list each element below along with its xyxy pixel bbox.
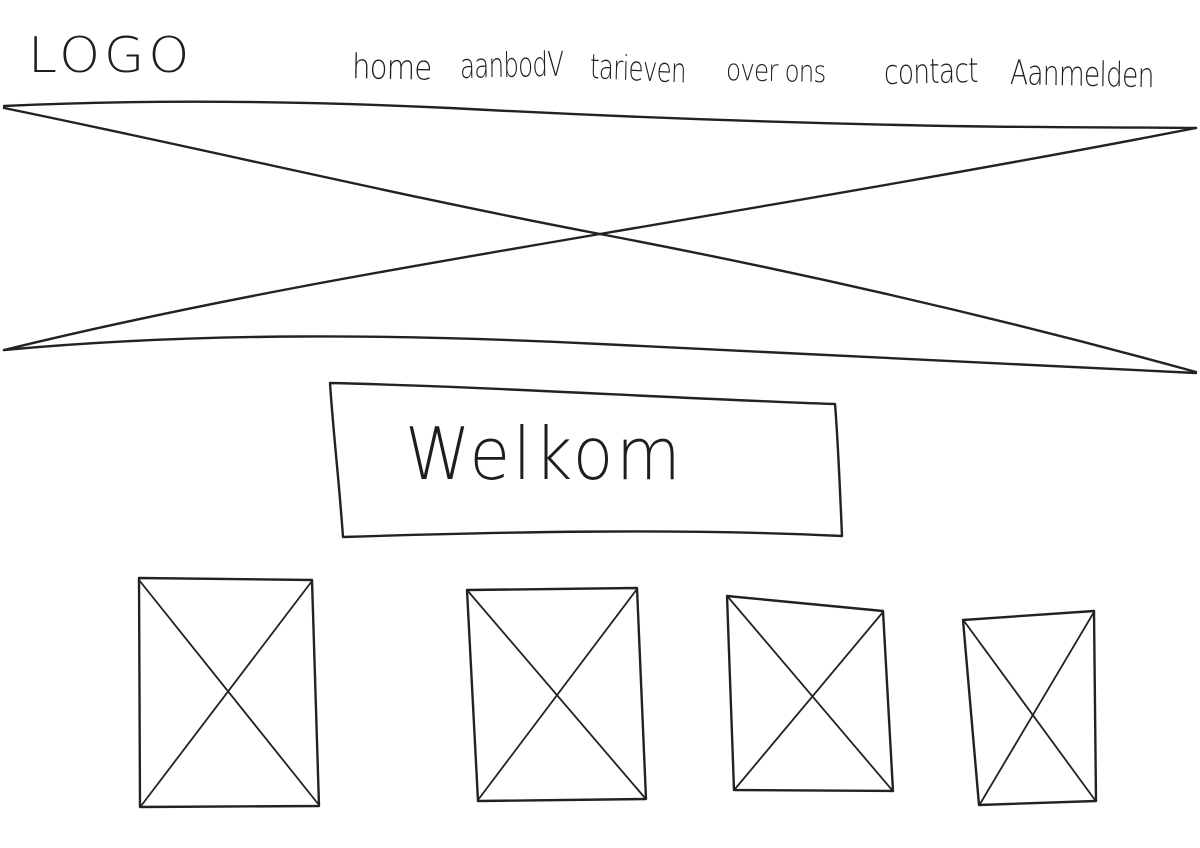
image-card-4-hit[interactable]: [963, 611, 1096, 805]
welcome-box-outline: [328, 381, 844, 539]
image-card-3: [725, 594, 895, 793]
image-card-1: [137, 576, 321, 809]
hero-bottom-edge: [2, 335, 1198, 375]
nav-aanmelden-link[interactable]: Aanmelden: [1009, 53, 1154, 97]
hero-diagonal-2: [2, 126, 1198, 352]
logo[interactable]: LOGO: [28, 27, 194, 85]
welcome-heading: Welkom: [405, 412, 684, 496]
nav-home-link[interactable]: home: [351, 47, 432, 89]
nav-over-ons-link[interactable]: over ons: [725, 53, 826, 91]
image-card-2: [465, 586, 648, 803]
nav-tarieven-link[interactable]: tarieven: [589, 47, 687, 92]
image-card-1-hit[interactable]: [139, 578, 319, 807]
nav-aanbod-link[interactable]: aanbodV: [459, 44, 564, 87]
hero-top-edge: [2, 100, 1198, 130]
image-card-4: [961, 609, 1098, 807]
image-card-3-hit[interactable]: [727, 596, 893, 791]
image-card-2-hit[interactable]: [467, 588, 646, 801]
hero-image-placeholder: [2, 100, 1198, 375]
hero-diagonal-1: [2, 106, 1198, 374]
nav-contact-link[interactable]: contact: [883, 50, 979, 93]
